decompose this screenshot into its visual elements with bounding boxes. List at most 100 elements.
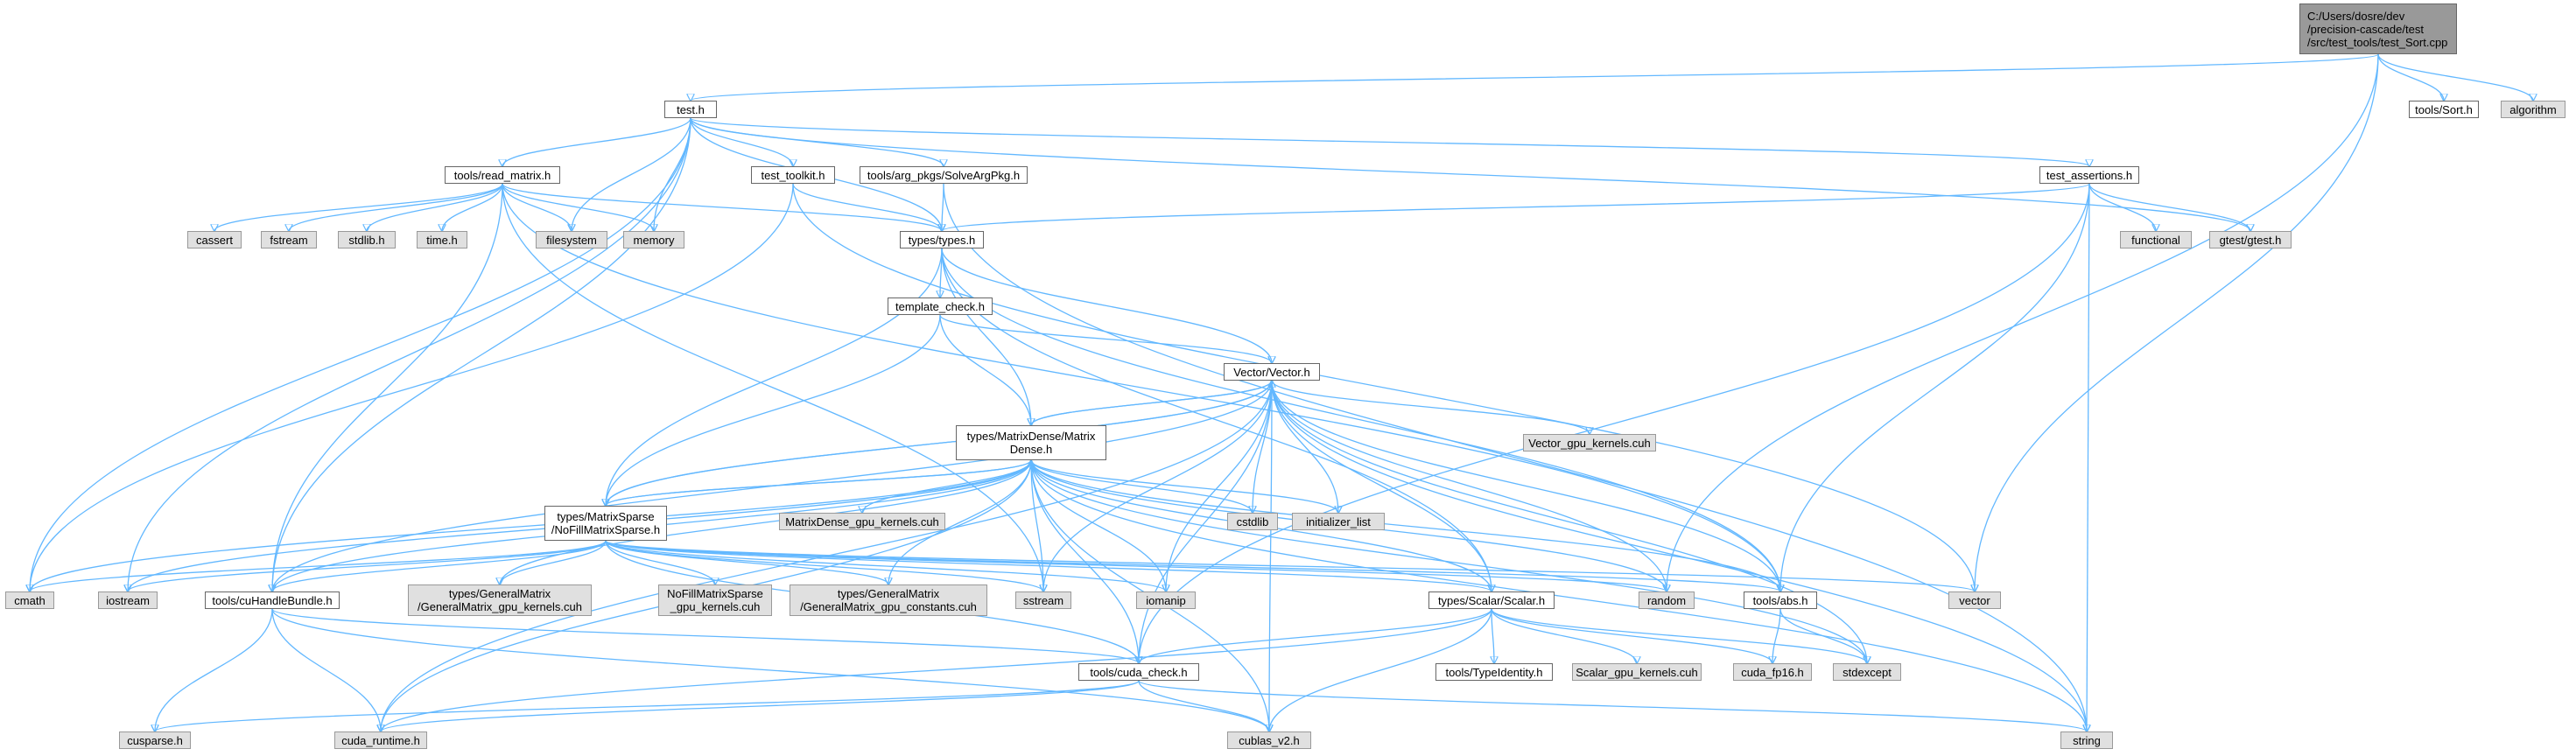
node-filesystem[interactable]: filesystem bbox=[536, 231, 607, 248]
edge-scalar_h-to-type_identity_h bbox=[1492, 608, 1494, 663]
edge-matrix_sparse_h-to-nofill_sparse_kernels bbox=[605, 540, 715, 584]
edge-vector_h-to-cuda_check_h bbox=[1139, 380, 1273, 663]
edge-test_toolkit_h-to-cmath bbox=[30, 183, 794, 592]
edge-vector_h-to-tools_abs_h bbox=[1271, 380, 1780, 592]
node-general-matrix-gpu-kernels[interactable]: types/GeneralMatrix /GeneralMatrix_gpu_k… bbox=[408, 584, 592, 616]
edge-test_h-to-gtest_h bbox=[690, 117, 2250, 231]
edge-test_h-to-test_toolkit_h bbox=[690, 117, 793, 166]
node-test-toolkit-h[interactable]: test_toolkit.h bbox=[751, 166, 835, 184]
edge-root-to-algorithm bbox=[2377, 53, 2533, 101]
edge-matrix_dense_h-to-general_matrix_constants bbox=[888, 459, 1032, 584]
edge-tools_read_matrix_h-to-stdlib_h bbox=[367, 183, 503, 231]
node-matrix-dense-h[interactable]: types/MatrixDense/Matrix Dense.h bbox=[956, 425, 1106, 460]
node-matrix-dense-gpu-kernels[interactable]: MatrixDense_gpu_kernels.cuh bbox=[779, 513, 945, 530]
edge-scalar_h-to-stdexcept bbox=[1491, 608, 1867, 663]
edge-matrix_sparse_h-to-sstream bbox=[605, 540, 1043, 592]
edge-cuda_check_h-to-string bbox=[1138, 680, 2087, 732]
edge-matrix_dense_h-to-stdexcept bbox=[1030, 459, 1867, 663]
node-cmath[interactable]: cmath bbox=[5, 592, 54, 609]
edge-matrix_sparse_h-to-vector_std bbox=[605, 540, 1975, 592]
node-tools-sort-h[interactable]: tools/Sort.h bbox=[2409, 101, 2479, 118]
edge-test_h-to-tools_read_matrix_h bbox=[502, 117, 691, 166]
edge-vector_h-to-random bbox=[1271, 380, 1667, 592]
edge-test_h-to-memory bbox=[654, 117, 691, 231]
node-test-assertions-h[interactable]: test_assertions.h bbox=[2039, 166, 2139, 184]
edge-test_h-to-cu_handle_bundle_h bbox=[272, 117, 691, 592]
edge-matrix_dense_h-to-general_matrix_kernels bbox=[500, 459, 1032, 584]
edge-cu_handle_bundle_h-to-cublas_v2_h bbox=[271, 608, 1269, 732]
edge-tools_read_matrix_h-to-fstream bbox=[289, 183, 503, 231]
node-template-check-h[interactable]: template_check.h bbox=[888, 298, 993, 315]
node-scalar-gpu-kernels[interactable]: Scalar_gpu_kernels.cuh bbox=[1572, 663, 1702, 681]
edge-matrix_dense_h-to-initializer_list bbox=[1030, 459, 1338, 513]
edge-tools_read_matrix_h-to-cu_handle_bundle_h bbox=[272, 183, 503, 592]
edge-types_types_h-to-scalar_h bbox=[941, 248, 1492, 592]
node-initializer-list[interactable]: initializer_list bbox=[1292, 513, 1385, 530]
edge-matrix_dense_h-to-sstream bbox=[1030, 459, 1043, 592]
node-vector-h[interactable]: Vector/Vector.h bbox=[1224, 363, 1320, 381]
node-matrix-sparse-h[interactable]: types/MatrixSparse /NoFillMatrixSparse.h bbox=[544, 506, 667, 541]
node-tools-read-matrix-h[interactable]: tools/read_matrix.h bbox=[445, 166, 560, 184]
node-test-h[interactable]: test.h bbox=[664, 101, 717, 118]
edge-root-to-tools_sort_h bbox=[2377, 53, 2444, 101]
edge-vector_h-to-iomanip bbox=[1166, 380, 1273, 592]
edge-test_h-to-solve_arg_pkg_h bbox=[690, 117, 944, 166]
node-solve-arg-pkg-h[interactable]: tools/arg_pkgs/SolveArgPkg.h bbox=[860, 166, 1028, 184]
node-memory[interactable]: memory bbox=[623, 231, 684, 248]
node-sstream[interactable]: sstream bbox=[1015, 592, 1071, 609]
edge-matrix_sparse_h-to-iostream bbox=[128, 540, 607, 592]
edge-tools_abs_h-to-cuda_fp16_h bbox=[1772, 608, 1781, 663]
node-general-matrix-gpu-constants[interactable]: types/GeneralMatrix /GeneralMatrix_gpu_c… bbox=[790, 584, 987, 616]
node-cuda-runtime-h[interactable]: cuda_runtime.h bbox=[334, 732, 427, 749]
node-vector-std[interactable]: vector bbox=[1948, 592, 2001, 609]
node-iostream[interactable]: iostream bbox=[98, 592, 158, 609]
edge-test_assertions_h-to-string bbox=[2087, 183, 2089, 732]
edge-matrix_sparse_h-to-iomanip bbox=[605, 540, 1166, 592]
node-random[interactable]: random bbox=[1639, 592, 1695, 609]
node-root-test-sort-cpp[interactable]: C:/Users/dosre/dev /precision-cascade/te… bbox=[2299, 4, 2457, 54]
node-cuda-check-h[interactable]: tools/cuda_check.h bbox=[1078, 663, 1199, 681]
edge-test_toolkit_h-to-vector_std bbox=[792, 183, 1975, 592]
node-algorithm[interactable]: algorithm bbox=[2501, 101, 2565, 118]
node-vector-gpu-kernels[interactable]: Vector_gpu_kernels.cuh bbox=[1523, 434, 1656, 452]
node-cu-handle-bundle-h[interactable]: tools/cuHandleBundle.h bbox=[205, 592, 340, 609]
node-cublas-v2-h[interactable]: cublas_v2.h bbox=[1227, 732, 1311, 749]
edge-matrix_sparse_h-to-matrix_dense_h bbox=[605, 460, 1031, 507]
node-stdlib-h[interactable]: stdlib.h bbox=[338, 231, 396, 248]
edge-vector_h-to-stdexcept bbox=[1271, 380, 1867, 663]
edge-cuda_check_h-to-cusparse_h bbox=[155, 680, 1140, 732]
node-tools-abs-h[interactable]: tools/abs.h bbox=[1744, 592, 1817, 609]
edge-tools_read_matrix_h-to-sstream bbox=[502, 183, 1043, 592]
node-cusparse-h[interactable]: cusparse.h bbox=[119, 732, 191, 749]
edge-matrix_sparse_h-to-scalar_h bbox=[605, 540, 1492, 592]
edge-vector_h-to-string bbox=[1271, 380, 2087, 732]
edge-types_types_h-to-tools_abs_h bbox=[941, 248, 1780, 592]
edge-matrix_dense_h-to-tools_abs_h bbox=[1030, 459, 1780, 592]
edge-tools_read_matrix_h-to-filesystem bbox=[502, 183, 572, 231]
edge-types_types_h-to-matrix_dense_h bbox=[941, 248, 1031, 425]
node-time-h[interactable]: time.h bbox=[417, 231, 467, 248]
node-string[interactable]: string bbox=[2060, 732, 2113, 749]
edge-tools_abs_h-to-stdexcept bbox=[1779, 608, 1867, 663]
node-cstdlib[interactable]: cstdlib bbox=[1227, 513, 1278, 530]
node-nofill-sparse-gpu-kernels[interactable]: NoFillMatrixSparse _gpu_kernels.cuh bbox=[658, 584, 772, 616]
node-gtest-h[interactable]: gtest/gtest.h bbox=[2209, 231, 2292, 248]
edge-matrix_sparse_h-to-cu_handle_bundle_h bbox=[272, 540, 607, 592]
node-types-types-h[interactable]: types/types.h bbox=[900, 231, 984, 248]
node-scalar-h[interactable]: types/Scalar/Scalar.h bbox=[1428, 592, 1555, 609]
edge-vector_h-to-vector_gpu_kernels bbox=[1271, 380, 1590, 434]
node-cassert[interactable]: cassert bbox=[187, 231, 242, 248]
edge-scalar_h-to-scalar_gpu_kernels bbox=[1491, 608, 1637, 663]
edge-matrix_sparse_h-to-general_matrix_kernels bbox=[500, 540, 607, 584]
node-type-identity-h[interactable]: tools/TypeIdentity.h bbox=[1435, 663, 1553, 681]
node-cuda-fp16-h[interactable]: cuda_fp16.h bbox=[1733, 663, 1812, 681]
node-iomanip[interactable]: iomanip bbox=[1136, 592, 1196, 609]
edge-template_check_h-to-vector_h bbox=[939, 314, 1272, 363]
node-functional[interactable]: functional bbox=[2120, 231, 2192, 248]
edge-scalar_h-to-cuda_check_h bbox=[1139, 608, 1492, 663]
edge-matrix_sparse_h-to-tools_abs_h bbox=[605, 540, 1780, 592]
edge-types_types_h-to-vector_h bbox=[941, 248, 1272, 363]
node-stdexcept[interactable]: stdexcept bbox=[1833, 663, 1901, 681]
node-fstream[interactable]: fstream bbox=[261, 231, 317, 248]
